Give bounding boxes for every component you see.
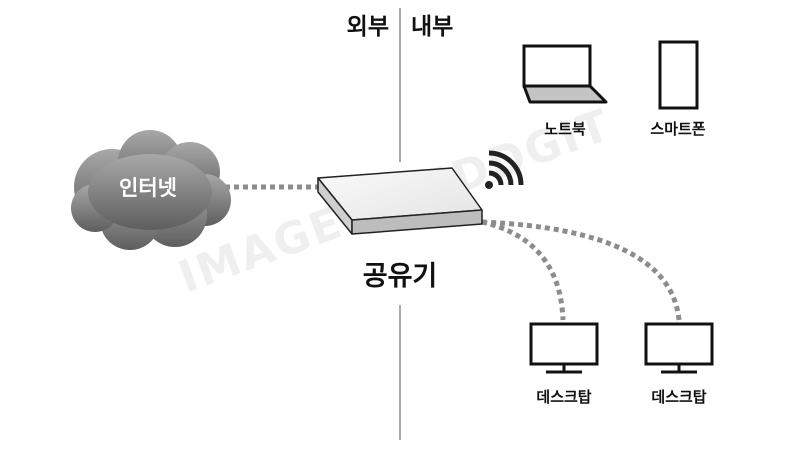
- device-label-laptop: 노트북: [544, 120, 586, 138]
- internet-cloud-icon: 인터넷: [71, 130, 231, 250]
- device-label-desktop-1: 데스크탑: [536, 388, 591, 406]
- router-icon: [317, 167, 483, 235]
- router-label: 공유기: [363, 261, 438, 292]
- monitor-icon: [644, 322, 714, 374]
- internet-label: 인터넷: [119, 176, 177, 200]
- link-router-desktop-2: [481, 219, 682, 321]
- monitor-icon: [529, 322, 599, 374]
- device-label-desktop-2: 데스크탑: [651, 388, 706, 406]
- smartphone-icon: [658, 40, 699, 110]
- device-label-smartphone: 스마트폰: [650, 120, 705, 138]
- laptop-icon: [522, 44, 608, 104]
- zone-label-inside: 내부: [411, 14, 453, 40]
- zone-label-outside: 외부: [347, 14, 389, 40]
- wifi-icon: [485, 150, 524, 189]
- link-router-desktop-1: [481, 219, 566, 321]
